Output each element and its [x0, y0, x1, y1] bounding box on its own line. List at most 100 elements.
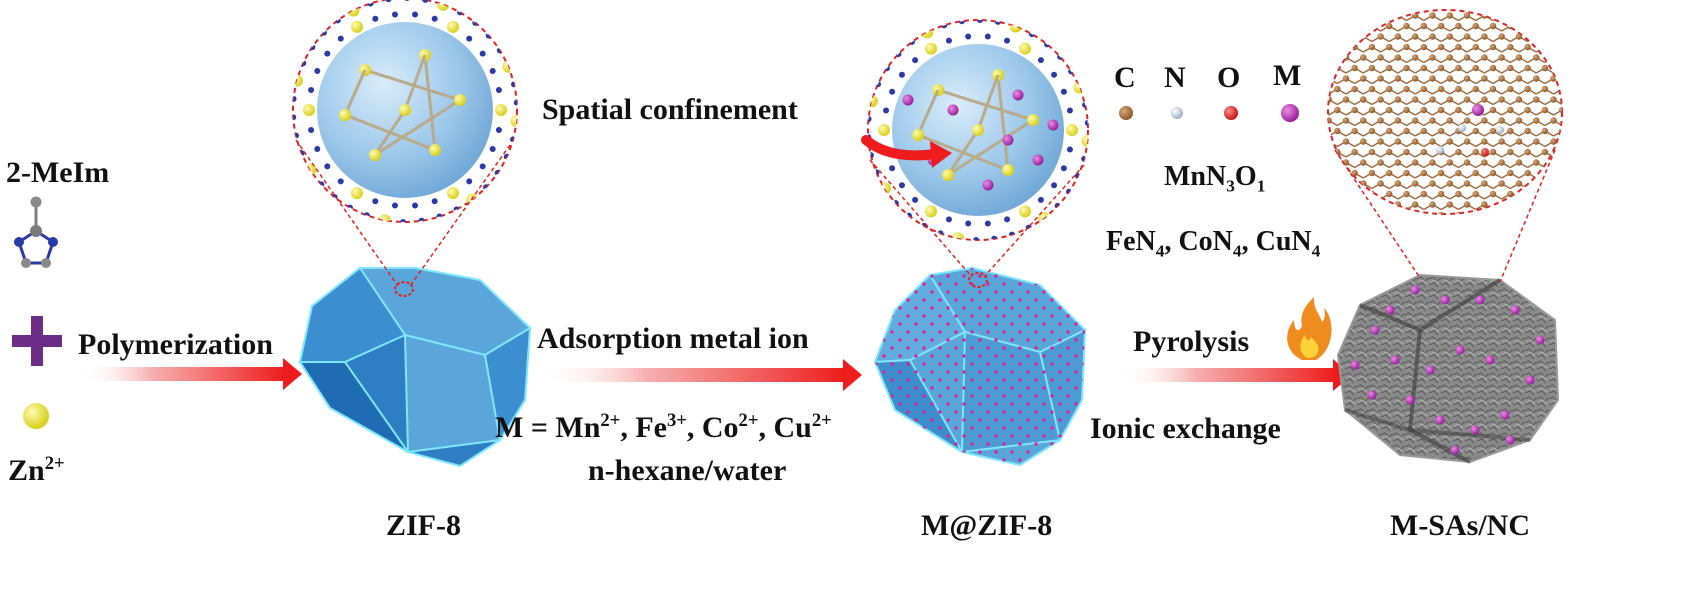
lattice-bond [1561, 88, 1562, 95]
lattice-atom [1334, 43, 1341, 51]
single-atom-dot [1485, 355, 1495, 365]
lattice-bond [1329, 226, 1338, 231]
framework-link [403, 54, 427, 111]
lattice-bond [1328, 10, 1338, 11]
lattice-bond [1354, 203, 1364, 211]
lattice-bond [1580, 131, 1589, 136]
lattice-atom [1351, 211, 1358, 214]
lattice-atom [1328, 201, 1332, 208]
lattice-atom [1351, 127, 1358, 135]
lattice-atom [1481, 117, 1488, 124]
framework-node [958, 20, 965, 25]
lattice-atom [1403, 190, 1410, 198]
lattice-atom [1498, 96, 1505, 103]
framework-node [1004, 37, 1011, 44]
lattice-bond [1571, 47, 1580, 52]
lattice-bond [1311, 89, 1320, 94]
lattice-bond [1528, 226, 1537, 231]
lattice-atom [1585, 75, 1591, 81]
single-atom-dot [1505, 435, 1515, 445]
lattice-atom [1455, 148, 1462, 156]
lattice-bond [1336, 203, 1347, 211]
lattice-atom [1360, 75, 1367, 82]
lattice-bond [1580, 194, 1589, 199]
lattice-atom [1541, 85, 1549, 93]
lattice-bond [1588, 100, 1597, 105]
lattice-atom [1411, 12, 1419, 19]
lattice-atom [1437, 169, 1445, 177]
lattice-atom [1463, 201, 1471, 208]
lattice-atom [1464, 222, 1470, 228]
lattice-atom [1403, 22, 1410, 30]
lattice-bond [1336, 193, 1347, 200]
lattice-bond [1553, 193, 1562, 200]
lattice-bond [1328, 203, 1338, 211]
framework-link [374, 98, 461, 157]
lattice-atom [1317, 107, 1323, 113]
lattice-bond [1328, 67, 1330, 74]
framework-node [472, 19, 479, 26]
framework-node [942, 169, 954, 181]
zn-symbol: Zn [8, 454, 45, 487]
lattice-atom [1369, 2, 1375, 8]
legend-n-label: N [1164, 61, 1186, 94]
lattice-atom [1515, 96, 1523, 103]
lattice-bond [1580, 121, 1589, 126]
framework-node [334, 17, 341, 24]
lattice-bond [1328, 10, 1330, 11]
lattice-atom [1455, 43, 1462, 51]
lattice-bond [1561, 77, 1562, 85]
framework-node [400, 218, 407, 222]
lattice-bond [1354, 14, 1364, 22]
lattice-atom [1507, 43, 1514, 51]
lattice-atom [1351, 190, 1358, 198]
lattice-atom [1490, 2, 1496, 8]
product-zif8-label: ZIF-8 [386, 509, 461, 542]
lattice-atom [1559, 43, 1562, 51]
framework-node [925, 42, 937, 55]
lattice-bond [1509, 10, 1520, 11]
lattice-atom [1411, 117, 1419, 124]
single-atom-dot [1450, 445, 1460, 455]
lattice-bond [1336, 172, 1347, 179]
solvent-label: n-hexane/water [588, 454, 787, 487]
lattice-bond [1328, 161, 1338, 169]
ion-cu: Cu2+ [773, 410, 832, 444]
lattice-atom [1429, 201, 1436, 208]
lattice-atom [1568, 117, 1574, 123]
lattice-bond [1458, 226, 1467, 231]
lattice-bond [1588, 58, 1597, 63]
lattice-bond [1544, 172, 1554, 179]
lattice-bond [1571, 16, 1580, 21]
lattice-bond [1553, 14, 1562, 22]
site-mn-label: MnN3O1 [1164, 161, 1266, 196]
arrow-pyrolysis [1120, 359, 1352, 391]
lattice-bond [1345, 14, 1355, 22]
lattice-atom [1386, 106, 1393, 114]
lattice-bond [1535, 14, 1546, 22]
framework-node [868, 95, 878, 108]
framework-node [1060, 165, 1067, 172]
lattice-atom [1481, 201, 1488, 208]
lattice-atom [1438, 2, 1444, 8]
lattice-atom [1403, 2, 1409, 8]
lattice-atom [1498, 180, 1505, 187]
lattice-bond [1336, 14, 1347, 22]
lattice-bond [1328, 35, 1338, 43]
lattice-bond [1311, 5, 1320, 10]
legend-c-label: C [1114, 61, 1136, 94]
lattice-atom [1429, 75, 1436, 82]
lattice-bond [1328, 182, 1330, 190]
lattice-atom [1550, 12, 1557, 19]
single-atom-dot [1475, 295, 1485, 305]
lattice-bond [1328, 130, 1330, 137]
framework-node [1009, 20, 1022, 33]
framework-node [346, 204, 353, 211]
lattice-bond [1562, 215, 1571, 220]
lattice-atom [1533, 159, 1540, 166]
lattice-bond [1458, 10, 1468, 11]
lattice-atom [1403, 64, 1410, 72]
lattice-atom [1507, 85, 1514, 93]
framework-node [457, 9, 464, 16]
lattice-atom [1429, 12, 1436, 19]
